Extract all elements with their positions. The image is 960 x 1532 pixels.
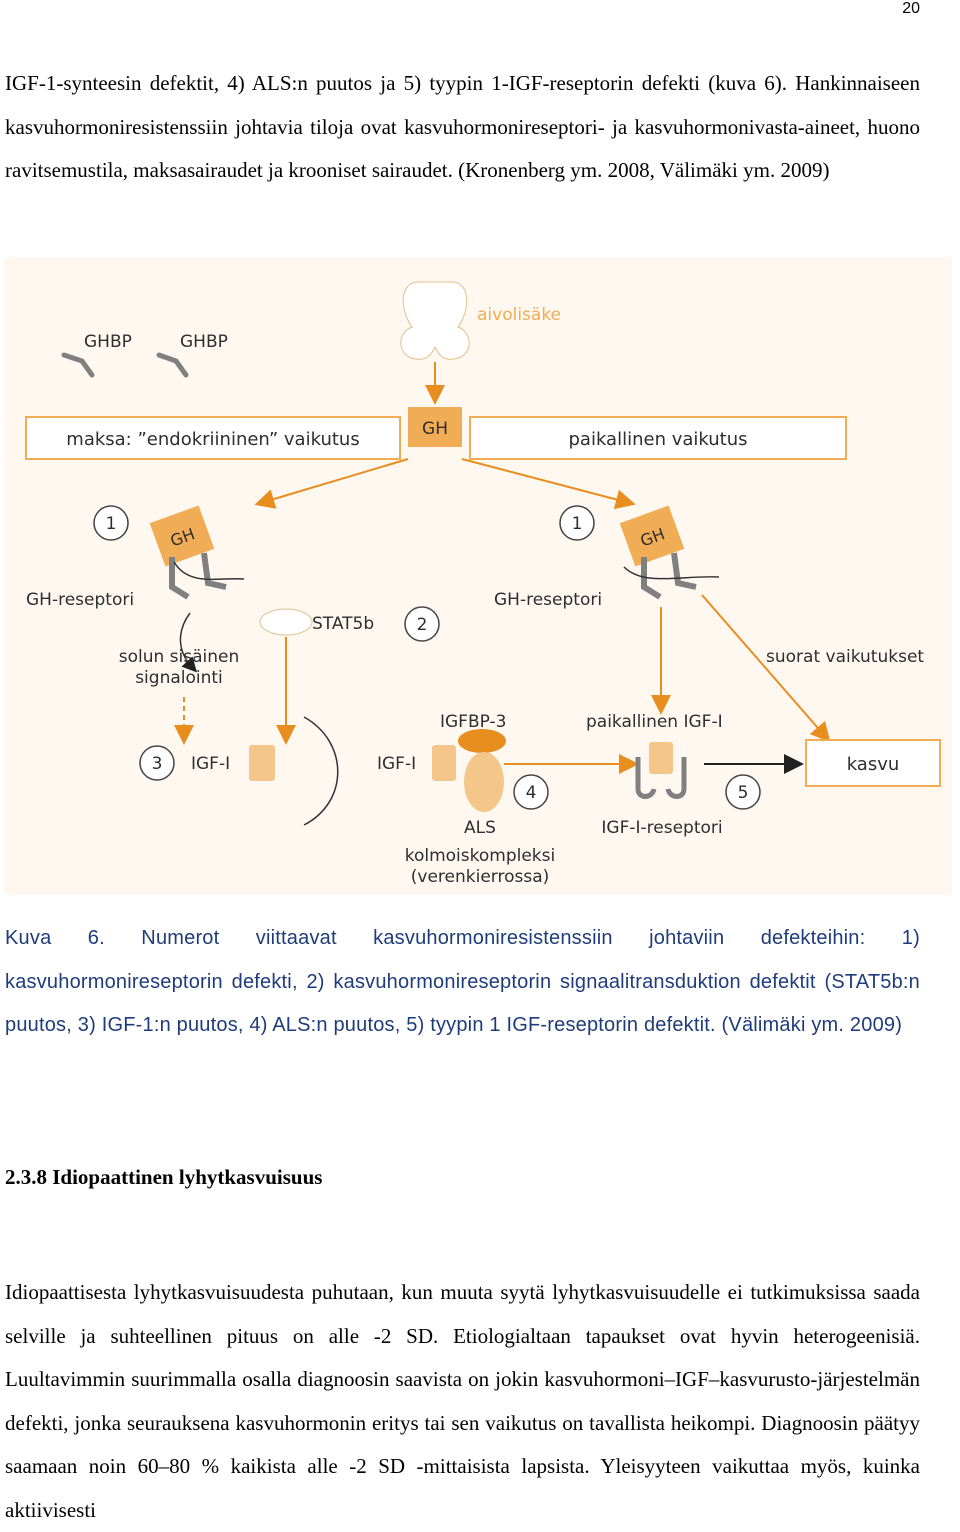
- growth-label: kasvu: [847, 754, 900, 775]
- gh-receptor-left-label: GH-reseptori: [26, 590, 134, 610]
- als-label: ALS: [464, 818, 496, 838]
- local-igf-label: paikallinen IGF-I: [586, 712, 723, 732]
- pituitary-label: aivolisäke: [477, 305, 561, 325]
- svg-text:1: 1: [106, 514, 117, 534]
- liver-effect-box: [25, 416, 401, 460]
- figure-caption: Kuva 6. Numerot viittaavat kasvuhormonir…: [5, 927, 920, 1036]
- ternary-complex-label-2: (verenkierrossa): [411, 867, 550, 887]
- svg-text:5: 5: [738, 783, 749, 803]
- svg-text:4: 4: [526, 783, 537, 803]
- local-effect-label: paikallinen vaikutus: [568, 429, 747, 450]
- ghbp-left-label: GHBP: [84, 332, 132, 352]
- gh-center-box: [408, 407, 462, 447]
- direct-effects-label: suorat vaikutukset: [766, 647, 924, 667]
- svg-text:3: 3: [152, 754, 163, 774]
- ternary-complex-icon: [458, 729, 506, 812]
- local-effect-box: [469, 416, 847, 460]
- defect-number-1-left: 1: [93, 505, 129, 541]
- defect-number-5: 5: [725, 774, 761, 810]
- stat5b-icon: [259, 608, 313, 636]
- igf-left-icon: [249, 745, 275, 781]
- intracellular-signaling-label-1: solun sisäinen: [119, 647, 240, 667]
- defect-number-4: 4: [513, 774, 549, 810]
- section-heading: 2.3.8 Idiopaattinen lyhytkasvuisuus: [5, 1165, 323, 1189]
- gh-center-label: GH: [422, 419, 448, 439]
- stat5b-label: STAT5b: [312, 614, 374, 634]
- ghbp-left-icon: [61, 352, 95, 378]
- gh-receptor-left-icon: GH: [149, 505, 245, 673]
- gh-receptor-right-icon: GH: [619, 505, 720, 600]
- ghbp-right-label: GHBP: [180, 332, 228, 352]
- svg-text:2: 2: [417, 615, 428, 635]
- igf-middle-icon: [432, 745, 456, 781]
- defect-number-1-right: 1: [559, 505, 595, 541]
- igf-middle-label: IGF-I: [377, 754, 416, 774]
- igfbp3-label: IGFBP-3: [440, 712, 506, 732]
- defect-number-3: 3: [139, 745, 175, 781]
- pituitary-gland-icon: [400, 281, 470, 360]
- igf-left-label: IGF-I: [191, 754, 230, 774]
- liver-effect-label: maksa: ”endokriininen” vaikutus: [66, 429, 359, 450]
- growth-hormone-diagram: aivolisäke GHBP GHBP GH maksa: ”endokrii…: [4, 257, 952, 895]
- svg-text:1: 1: [572, 514, 583, 534]
- ghbp-right-icon: [156, 352, 189, 378]
- intro-paragraph: IGF-1-synteesin defektit, 4) ALS:n puuto…: [5, 71, 920, 182]
- ternary-complex-label-1: kolmoiskompleksi: [405, 846, 556, 866]
- igf-receptor-icon: [635, 742, 687, 799]
- defect-number-2: 2: [404, 606, 440, 642]
- section-paragraph: Idiopaattisesta lyhytkasvuisuudesta puhu…: [5, 1280, 920, 1522]
- gh-receptor-right-label: GH-reseptori: [494, 590, 602, 610]
- growth-box: [805, 739, 941, 787]
- intracellular-signaling-label-2: signalointi: [135, 668, 223, 688]
- page-number: 20: [902, 0, 920, 17]
- igf-receptor-label: IGF-I-reseptori: [601, 818, 722, 838]
